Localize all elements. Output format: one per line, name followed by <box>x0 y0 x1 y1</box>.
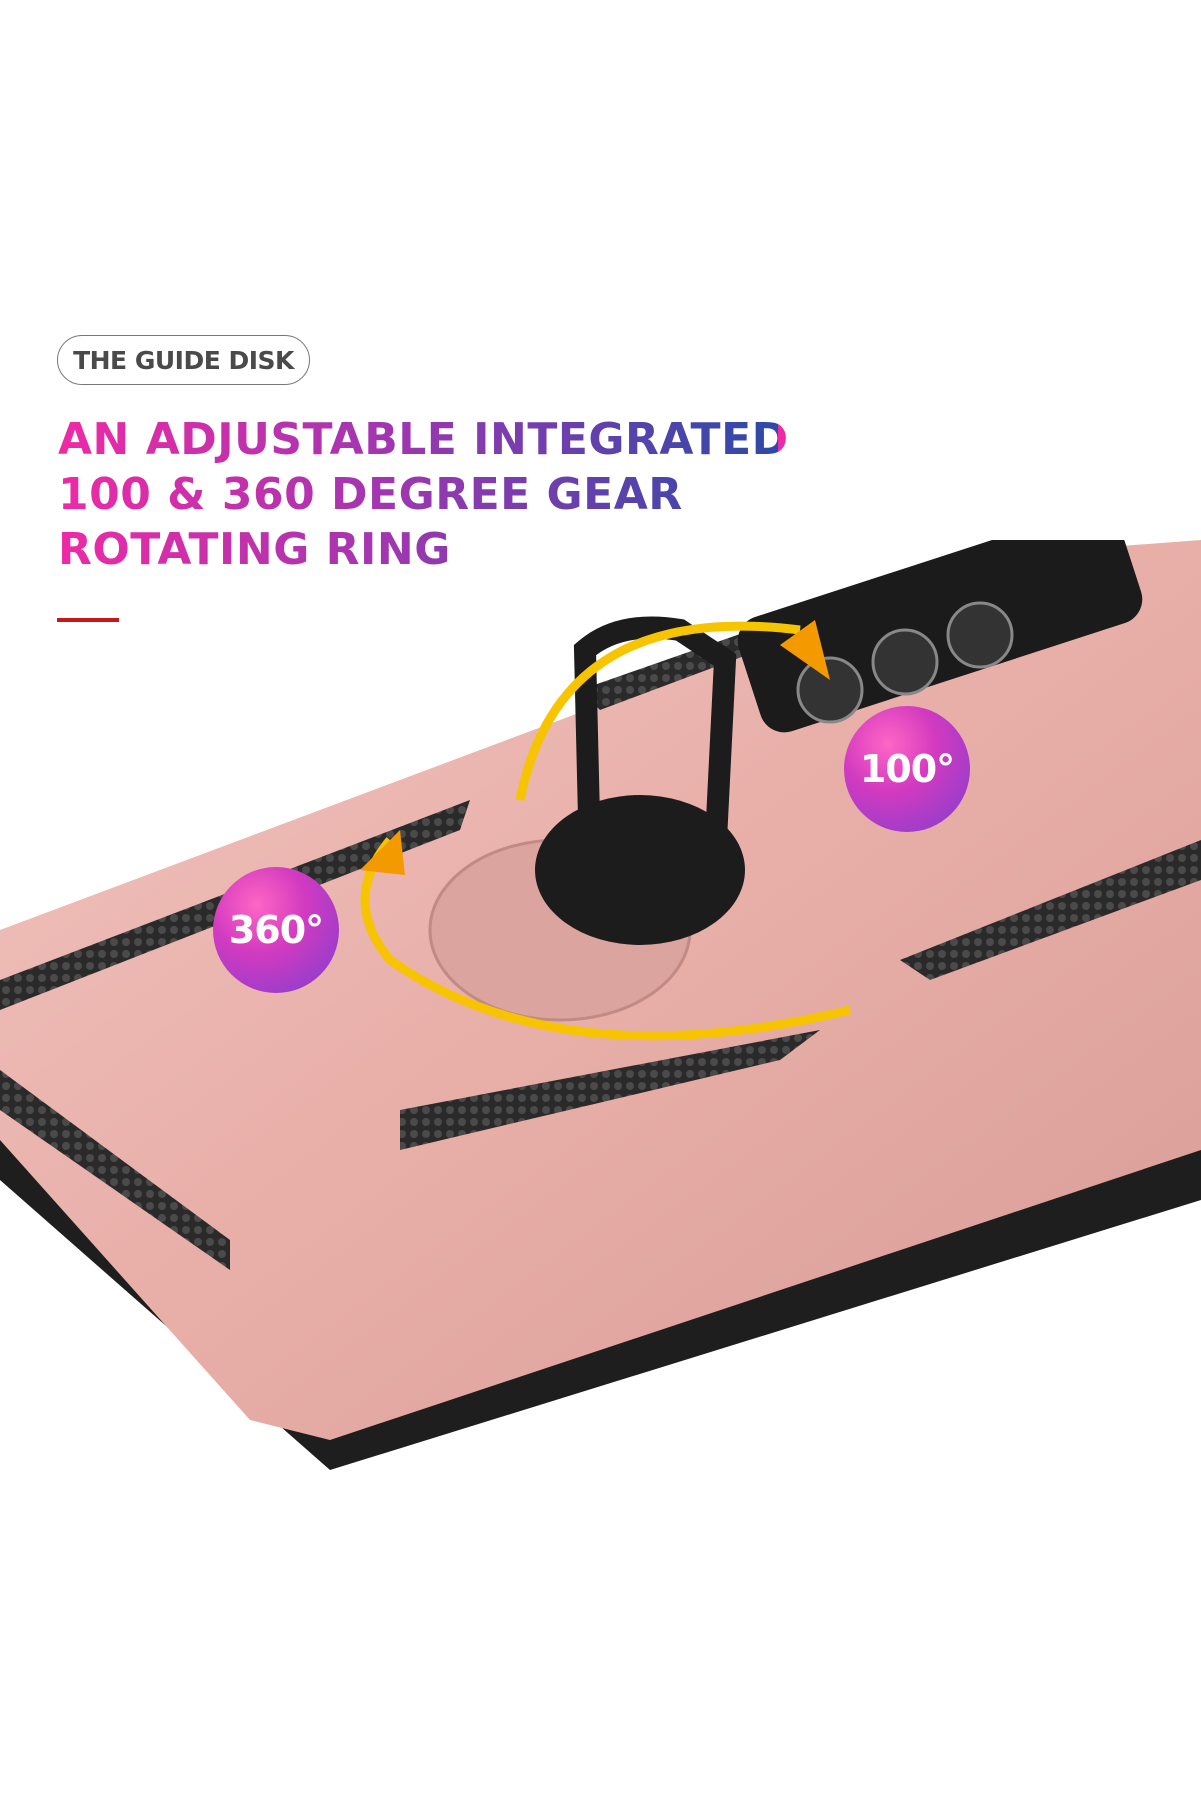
rotation-arrow <box>515 621 801 801</box>
section-label: THE GUIDE DISK <box>57 335 310 385</box>
phone-case-illustration <box>0 540 1201 1470</box>
arrow-head <box>780 620 830 680</box>
camera-lens <box>796 656 864 724</box>
grip-strip <box>580 620 780 710</box>
rotation-arrow <box>360 837 852 1041</box>
headline-line-1: AN ADJUSTABLE INTEGRATED <box>58 414 789 465</box>
headline-line-2: 100 & 360 DEGREE GEAR <box>58 467 789 522</box>
accent-divider <box>57 618 119 622</box>
camera-lens <box>946 601 1014 669</box>
grip-strip <box>900 840 1201 980</box>
headline: AN ADJUSTABLE INTEGRATED 100 & 360 DEGRE… <box>58 412 789 577</box>
headline-line-3: ROTATING RING <box>58 522 789 577</box>
arrow-head <box>360 830 405 875</box>
camera-lens <box>871 628 939 696</box>
grip-strip <box>0 1070 230 1270</box>
badge-360: 360° <box>213 867 339 993</box>
badge-100: 100° <box>844 706 970 832</box>
grip-strip <box>400 1030 820 1150</box>
